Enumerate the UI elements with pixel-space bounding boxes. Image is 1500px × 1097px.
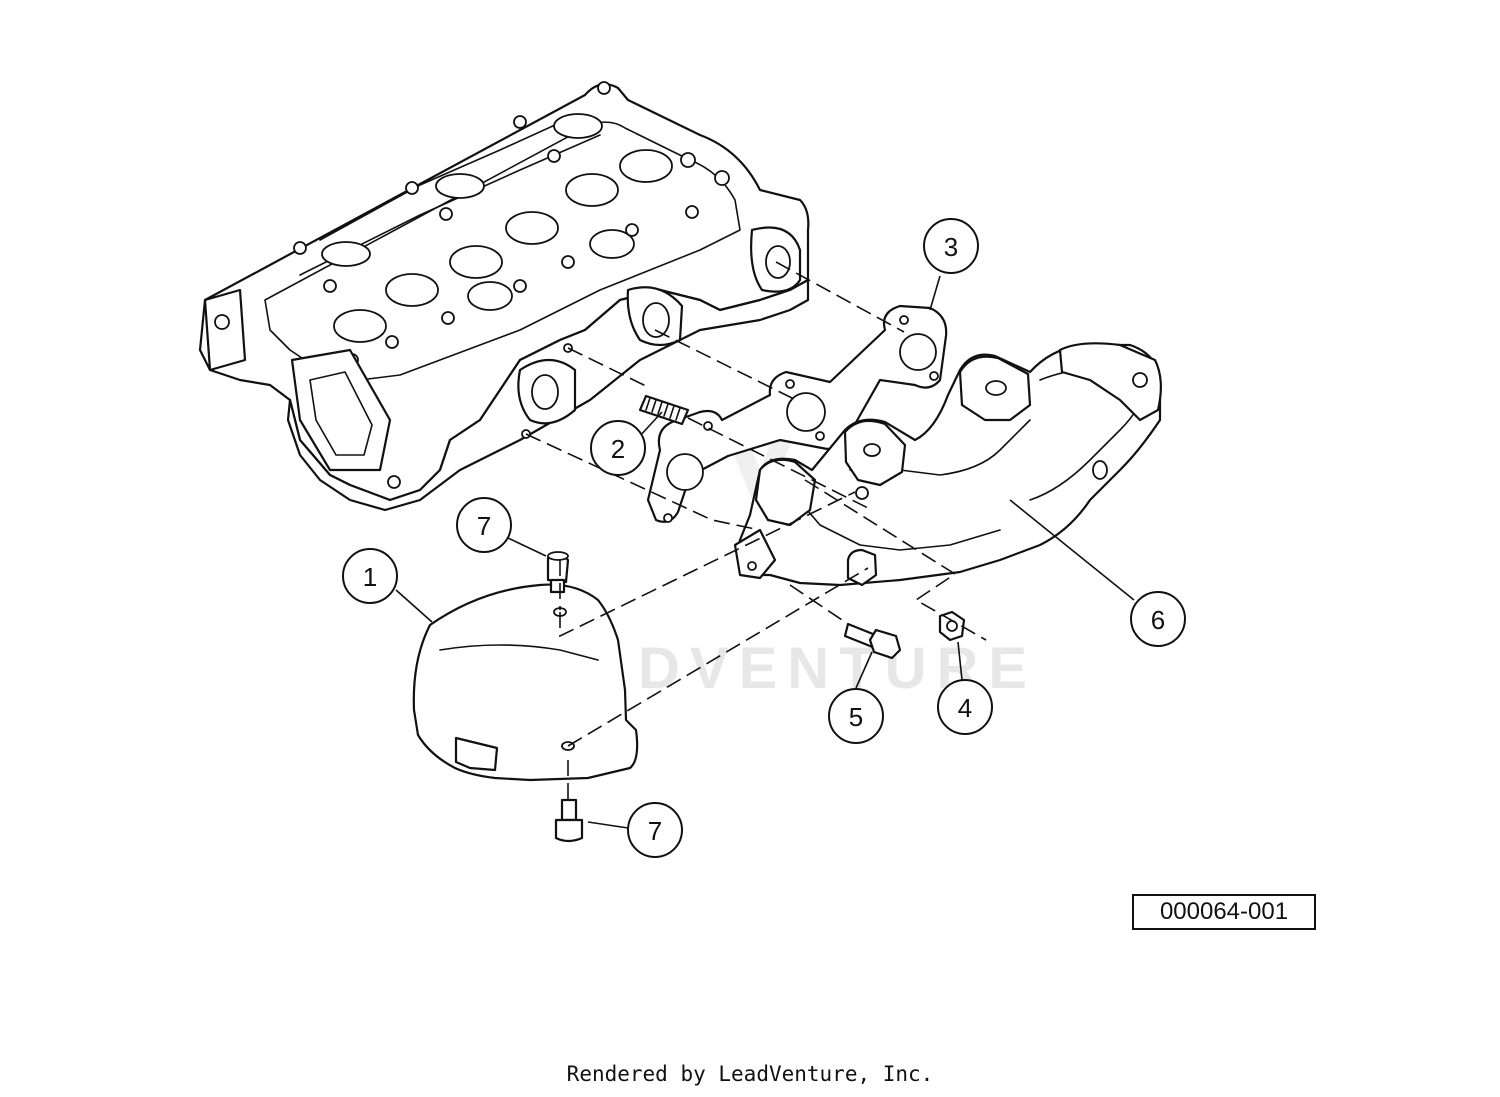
callout-2: 2 [590, 420, 646, 476]
exhaust-manifold [733, 342, 1162, 587]
bolt [843, 622, 902, 660]
callout-7-lower-number: 7 [648, 816, 662, 846]
figure-id-label: 000064-001 [1132, 894, 1316, 930]
callout-1-number: 1 [363, 562, 377, 592]
callout-4: 4 [937, 679, 993, 735]
screw-lower [554, 798, 584, 843]
cylinder-head [198, 81, 810, 512]
callout-2-number: 2 [611, 434, 625, 464]
callout-7-upper-number: 7 [477, 511, 491, 541]
callout-5: 5 [828, 688, 884, 744]
callout-6-number: 6 [1151, 605, 1165, 635]
callout-7-lower: 7 [627, 802, 683, 858]
assembly-lines [525, 261, 987, 800]
callout-5-number: 5 [849, 702, 863, 732]
stud [638, 394, 690, 426]
callout-7-upper: 7 [456, 497, 512, 553]
callout-4-number: 4 [958, 693, 972, 723]
heat-shield [412, 583, 639, 782]
callout-6: 6 [1130, 591, 1186, 647]
callout-3: 3 [923, 218, 979, 274]
callout-1: 1 [342, 548, 398, 604]
screw-upper [546, 551, 570, 594]
exhaust-gasket [646, 304, 948, 523]
callout-3-number: 3 [944, 232, 958, 262]
rendered-by-footer: Rendered by LeadVenture, Inc. [566, 1062, 934, 1086]
nut [938, 610, 966, 642]
